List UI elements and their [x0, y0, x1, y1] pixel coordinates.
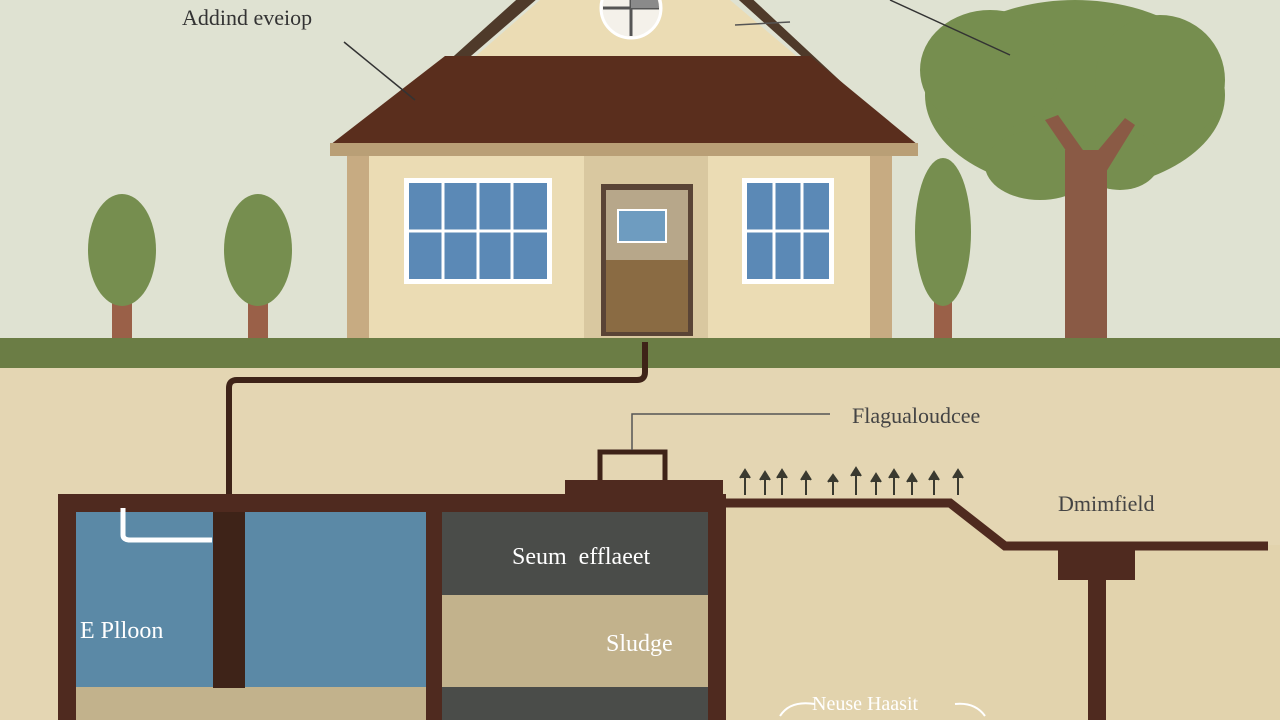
small-tree-2: [224, 194, 292, 345]
front-door: [601, 184, 693, 336]
settled-layer: [76, 687, 426, 720]
scum-layer: [442, 512, 708, 595]
grass-sprouts: [739, 466, 964, 495]
distribution-box: [1058, 548, 1135, 580]
grass-strip: [0, 338, 1280, 368]
large-tree: [920, 0, 1225, 342]
roof-vent-label: Addind eveiop: [182, 5, 312, 30]
small-tree-1: [88, 194, 156, 345]
flag-label: Flagualoudcee: [852, 403, 980, 428]
drain-line: [720, 498, 1268, 551]
access-lid: [565, 480, 723, 498]
house: [330, 0, 918, 342]
drainfield-label: Dmimfield: [1058, 491, 1155, 516]
window-left: [404, 178, 552, 284]
sludge-label: Sludge: [606, 631, 673, 657]
bottom-label: Neuse Haasit: [812, 693, 919, 715]
window-right: [742, 178, 834, 284]
sludge-layer: [442, 595, 708, 687]
influent-label: E Plloon: [80, 618, 163, 644]
scum-effluent-label: Seum efflaeet: [512, 544, 650, 570]
inlet-pipe: [226, 342, 648, 500]
septic-tank: [58, 449, 726, 720]
small-tree-3: [915, 158, 971, 345]
